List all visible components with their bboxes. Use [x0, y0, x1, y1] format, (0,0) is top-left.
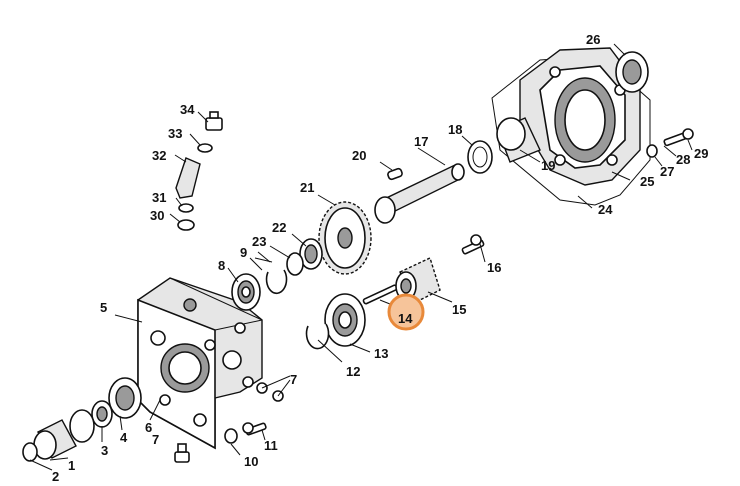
label-16: 16	[487, 260, 501, 275]
label-31: 31	[152, 190, 166, 205]
part-18-ring	[467, 140, 493, 174]
label-33: 33	[168, 126, 182, 141]
part-4-ring	[108, 377, 142, 419]
part-31-ring	[178, 203, 194, 213]
part-labels: 1 2 3 4 5 6 7 7 8 9 10 11 12 13 14 15 16…	[52, 32, 708, 484]
label-2: 2	[52, 469, 59, 484]
part-29-bolt	[663, 128, 694, 147]
label-4: 4	[120, 430, 128, 445]
label-27: 27	[660, 164, 674, 179]
part-12-circlip	[305, 323, 330, 350]
part-19-bushing	[496, 117, 541, 163]
part-8-bearing	[231, 273, 261, 311]
part-11-bolt	[242, 422, 267, 436]
label-8: 8	[218, 258, 225, 273]
label-28: 28	[676, 152, 690, 167]
part-32-elbow	[175, 157, 201, 199]
label-7-a: 7	[290, 372, 297, 387]
label-7-b: 7	[152, 432, 159, 447]
part-21-gear	[318, 201, 372, 275]
label-30: 30	[150, 208, 164, 223]
part-26-seal	[615, 51, 649, 93]
label-22: 22	[272, 220, 286, 235]
part-34-cap	[205, 111, 223, 131]
label-11: 11	[264, 438, 278, 453]
part-27-washer	[646, 144, 658, 158]
label-15: 15	[452, 302, 466, 317]
part-cover	[491, 47, 651, 206]
label-13: 13	[374, 346, 388, 361]
label-1: 1	[68, 458, 75, 473]
part-3-bushing	[91, 400, 113, 428]
label-17: 17	[414, 134, 428, 149]
label-34: 34	[180, 102, 195, 117]
label-18: 18	[448, 122, 462, 137]
part-10-washer	[224, 428, 238, 444]
label-29: 29	[694, 146, 708, 161]
label-9: 9	[240, 245, 247, 260]
label-24: 24	[598, 202, 613, 217]
part-22-bearing	[299, 238, 323, 270]
label-20: 20	[352, 148, 366, 163]
label-25: 25	[640, 174, 654, 189]
label-26: 26	[586, 32, 600, 47]
part-housing	[137, 277, 263, 450]
part-9-circlip	[265, 269, 288, 295]
part-20-key	[387, 167, 403, 181]
highlight-part-14	[387, 293, 425, 331]
label-5: 5	[100, 300, 107, 315]
part-2b-ring	[22, 442, 38, 462]
label-23: 23	[252, 234, 266, 249]
label-14: 14	[398, 311, 413, 326]
label-32: 32	[152, 148, 166, 163]
label-3: 3	[101, 443, 108, 458]
part-1-gear	[33, 419, 77, 460]
part-23-ring	[286, 252, 304, 276]
leader-lines	[29, 43, 693, 471]
label-19: 19	[541, 158, 555, 173]
part-17-shaft	[374, 163, 465, 224]
part-7-bolts	[256, 382, 284, 402]
label-21: 21	[300, 180, 314, 195]
label-10: 10	[244, 454, 258, 469]
part-16-bolt	[461, 234, 485, 255]
part-33-ring	[197, 143, 213, 153]
label-6: 6	[145, 420, 152, 435]
part-2-ring	[69, 409, 95, 443]
part-13-bearing	[324, 293, 366, 347]
part-30-ring	[177, 219, 195, 231]
label-12: 12	[346, 364, 360, 379]
part-6-plug	[174, 443, 190, 463]
